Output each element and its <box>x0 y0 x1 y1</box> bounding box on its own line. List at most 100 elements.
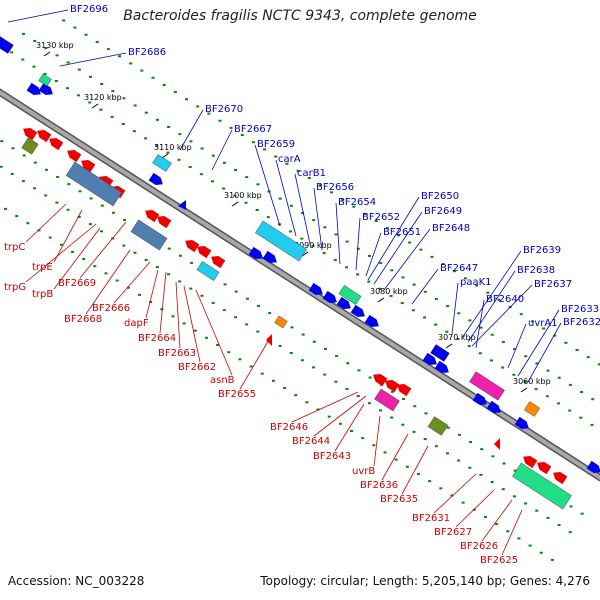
track-dot <box>182 322 186 325</box>
track-dot <box>155 266 159 269</box>
forward-gene-label: BF2670 <box>205 104 243 115</box>
track-dot <box>550 558 554 561</box>
track-dot <box>457 433 461 436</box>
track-dot <box>412 283 416 286</box>
track-dot <box>591 398 595 401</box>
track-dot <box>249 365 253 368</box>
track-dot <box>196 105 200 108</box>
track-dot <box>446 305 450 308</box>
track-dot <box>402 398 406 401</box>
track-dot <box>190 261 194 264</box>
track-dot <box>586 356 590 359</box>
gene-forward-arrow <box>434 360 449 374</box>
track-dot <box>400 302 404 305</box>
gene-forward-arrow <box>148 172 163 186</box>
track-dot <box>580 512 584 515</box>
gene-block-blue <box>430 344 450 362</box>
forward-gene-label: BF2640 <box>486 294 524 305</box>
gene-forward-arrow <box>38 82 53 96</box>
track-dot <box>62 19 66 22</box>
reverse-leader-line <box>373 415 381 467</box>
reverse-leader-line <box>85 249 131 315</box>
track-dot <box>327 415 331 418</box>
track-dot <box>423 316 427 319</box>
forward-gene-label: uvrA1 <box>528 318 558 329</box>
track-dot <box>251 141 255 144</box>
track-dot <box>367 402 371 405</box>
track-dot <box>307 177 311 180</box>
track-dot <box>184 98 188 101</box>
track-dot <box>100 204 104 207</box>
reverse-gene-label: BF2669 <box>58 278 96 289</box>
tick-label: 3120 kbp <box>84 93 122 102</box>
track-dot <box>71 250 75 253</box>
track-dot <box>95 40 99 43</box>
track-dot <box>167 247 171 250</box>
track-dot <box>523 380 527 383</box>
forward-leader-line <box>7 9 69 23</box>
track-dot <box>401 276 405 279</box>
track-dot <box>199 173 203 176</box>
forward-leader-line <box>179 109 204 151</box>
track-dot <box>323 347 327 350</box>
track-dot <box>289 204 293 207</box>
tick-mark <box>91 103 99 109</box>
track-dot <box>368 254 372 257</box>
track-dot <box>99 108 103 111</box>
track-dot <box>144 258 148 261</box>
gene-block-steel <box>130 219 168 251</box>
forward-leader-line <box>275 159 297 237</box>
reverse-leader-line <box>53 209 83 263</box>
forward-gene-label: BF2667 <box>234 124 272 135</box>
forward-gene-label: BF2638 <box>517 265 555 276</box>
track-dot <box>434 323 438 326</box>
gene-reverse-arrow <box>23 127 38 141</box>
forward-leader-line <box>294 173 311 245</box>
reverse-leader-line <box>401 445 429 495</box>
track-dot <box>193 329 197 332</box>
forward-leader-line <box>211 129 233 171</box>
track-dot <box>255 208 259 211</box>
track-dot <box>502 462 506 465</box>
track-dot <box>271 379 275 382</box>
track-dot <box>59 243 63 246</box>
track-dot <box>110 115 114 118</box>
track-dot <box>394 458 398 461</box>
track-dot <box>461 501 465 504</box>
track-dot <box>363 212 367 215</box>
track-dot <box>467 345 471 348</box>
track-dot <box>21 58 25 61</box>
forward-gene-label: BF2632 <box>563 317 600 328</box>
forward-leader-line <box>411 268 439 305</box>
track-dot <box>274 155 278 158</box>
gene-forward-arrow <box>308 282 323 296</box>
forward-gene-label: carA <box>278 154 301 165</box>
track-dot <box>338 422 342 425</box>
gene-reverse-arrow <box>157 215 172 229</box>
track-dot <box>452 270 456 273</box>
track-dot <box>260 372 264 375</box>
track-dot <box>478 352 482 355</box>
gene-block-olive <box>427 416 449 436</box>
track-dot <box>424 412 428 415</box>
track-dot <box>495 523 499 526</box>
track-dot <box>501 488 505 491</box>
track-dot <box>245 176 249 179</box>
tick-label: 3090 kbp <box>294 241 332 250</box>
tick-mark <box>445 343 453 349</box>
tick-label: 3100 kbp <box>224 191 262 200</box>
track-dot <box>188 165 192 168</box>
forward-gene-label: BF2651 <box>383 227 421 238</box>
track-dot <box>575 348 579 351</box>
track-dot <box>123 218 127 221</box>
gene-reverse-arrow <box>185 239 200 253</box>
track-dot <box>234 290 238 293</box>
track-dot <box>66 208 70 211</box>
reverse-gene-label: BF2646 <box>270 422 308 433</box>
gene-forward-arrow <box>336 296 351 310</box>
reverse-gene-label: asnB <box>210 375 235 386</box>
track-dot <box>356 247 360 250</box>
gene-block-steel <box>65 161 123 207</box>
track-dot <box>428 480 432 483</box>
track-dot <box>468 319 472 322</box>
